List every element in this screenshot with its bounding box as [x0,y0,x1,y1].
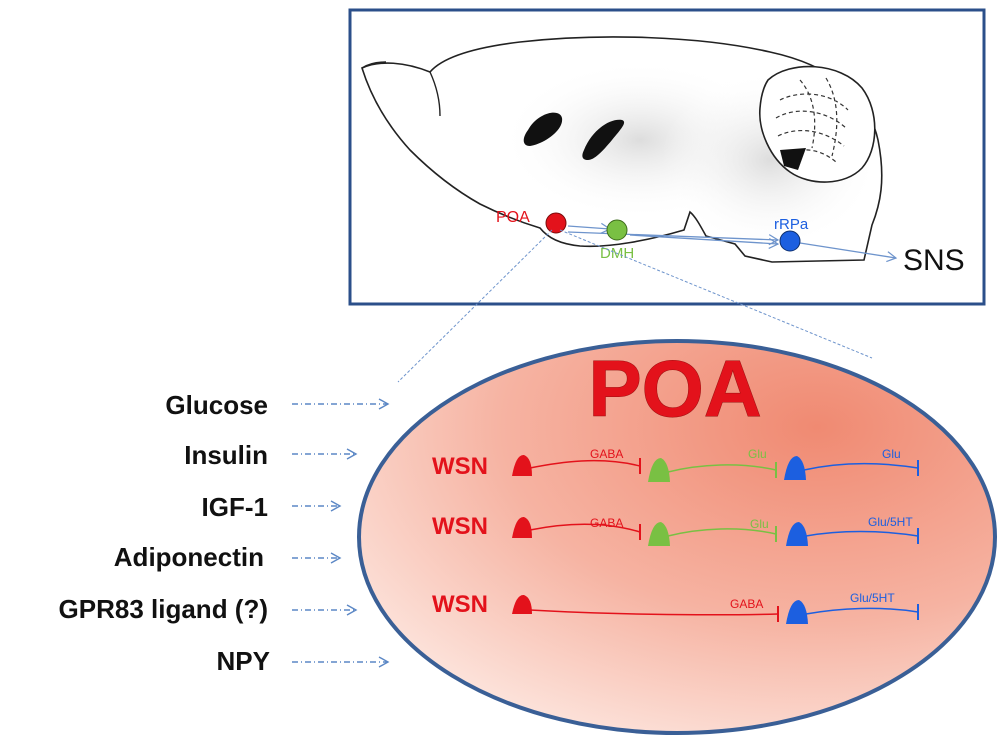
zoom-line-right [559,229,873,359]
axon-red-3 [529,609,779,616]
factor-igf1: IGF-1 [202,492,268,522]
zoom-line-left [397,229,553,383]
wsn-label-1: WSN [432,453,488,480]
fourth-ventricle [780,148,806,170]
brain-outline [361,36,883,263]
syn-gaba-3: GABA [730,597,763,611]
circuit-3: WSN GABA Glu/5HT [432,591,919,624]
syn-gaba-2: GABA [590,516,623,530]
neuron-green-2 [648,522,670,546]
wsn-label-2: WSN [432,513,488,540]
factor-adiponectin: Adiponectin [114,542,264,572]
factor-list: Glucose Insulin IGF-1 Adiponectin GPR83 … [59,390,390,676]
poa-title: POA [588,344,761,433]
arrow-rrpa-sns [799,242,898,263]
olfactory-line [361,61,387,69]
axon-green-1 [667,464,777,473]
axon-green-2 [667,528,777,537]
factor-glucose: Glucose [165,390,268,420]
axon-blue-1 [803,462,919,471]
arrow-dmh-rrpa [629,234,780,249]
neuron-blue-2 [786,522,808,546]
axon-red-2 [529,523,641,533]
wsn-label-3: WSN [432,591,488,618]
poa-label: POA [496,209,530,226]
poa-nucleus [545,212,567,234]
arrow-poa-dmh [567,222,612,234]
rrpa-nucleus [779,230,801,252]
poa-region: POA WSN GABA Glu Glu WSN GABA [357,339,997,735]
syn-glu-2a: Glu [750,517,769,531]
circuit-1: WSN GABA Glu Glu [432,447,919,482]
syn-glu-5ht-3: Glu/5HT [850,591,895,605]
neuron-red-2 [512,516,532,538]
neuron-red-3 [512,594,532,614]
syn-gaba-1: GABA [590,447,623,461]
sns-label: SNS [903,244,965,277]
ventricle-right [582,119,625,160]
dmh-nucleus [606,219,628,241]
ventricle-left [523,112,563,146]
factor-gpr83-ligand: GPR83 ligand (?) [59,594,268,624]
cerebellum-folia [775,77,849,163]
axon-blue-3 [805,607,919,615]
factor-npy: NPY [217,646,270,676]
neuron-green-1 [648,458,670,482]
brain-panel: POA DMH rRPa SNS [348,8,986,306]
neuron-red-1 [512,454,532,476]
factor-insulin: Insulin [184,440,268,470]
neuron-blue-1 [784,456,806,480]
axon-blue-2 [805,530,919,537]
circuit-2: WSN GABA Glu Glu/5HT [432,513,919,546]
rrpa-label: rRPa [774,216,809,233]
syn-glu-1a: Glu [748,447,767,461]
arrow-poa-rrpa-upper [567,231,780,246]
projection-arrows [567,222,898,263]
syn-glu-1b: Glu [882,447,901,461]
axon-red-1 [529,459,641,469]
neuron-blue-3 [786,600,808,624]
syn-glu-5ht-2: Glu/5HT [868,515,913,529]
cortex-line [429,71,441,117]
poa-ellipse [357,339,997,735]
